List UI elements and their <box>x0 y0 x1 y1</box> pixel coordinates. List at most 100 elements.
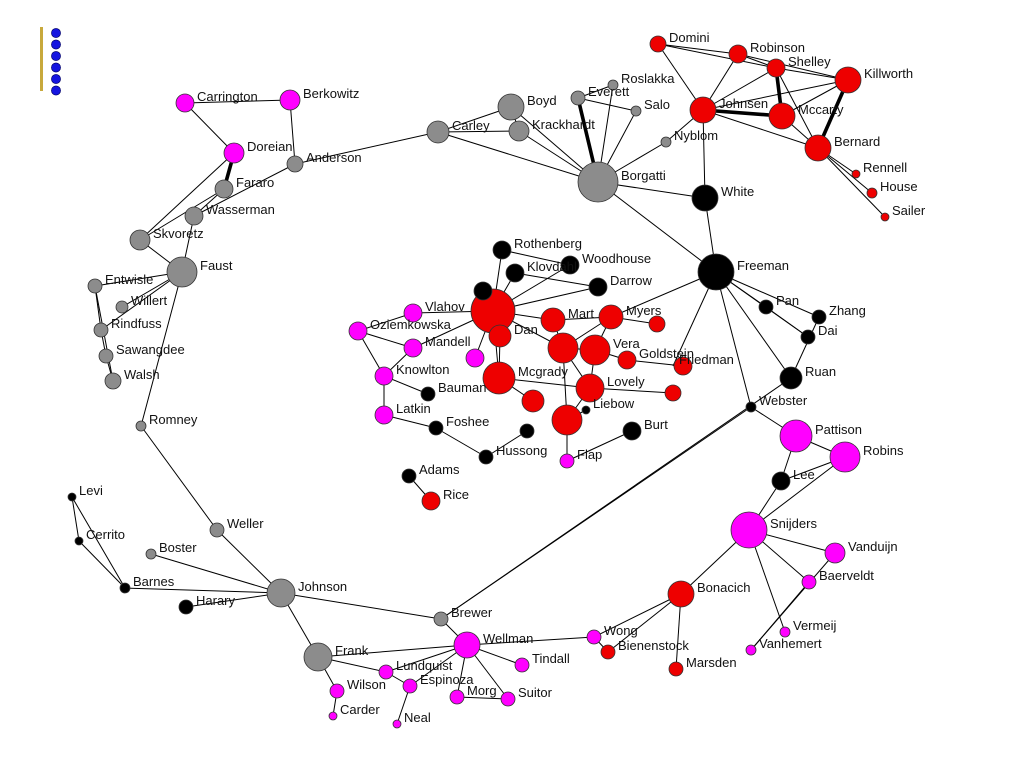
node-cerrito <box>74 536 84 546</box>
node-lundquist <box>378 664 394 680</box>
node-label-zhang: Zhang <box>829 303 866 318</box>
node-house <box>866 187 878 199</box>
node-white <box>691 184 719 212</box>
node-label-goldstein: Goldstein <box>639 346 694 361</box>
node-label-liebow: Liebow <box>593 396 635 411</box>
node-morgan <box>449 689 465 705</box>
edge-carrington-doreian <box>184 102 235 154</box>
node-label-vera: Vera <box>613 336 641 351</box>
node-label-webster: Webster <box>759 393 808 408</box>
node-mandell <box>403 338 423 358</box>
node-redr3 <box>648 315 666 333</box>
node-carley <box>426 120 450 144</box>
node-label-mart: Mart <box>568 306 594 321</box>
edge-pan-dai <box>765 306 809 338</box>
node-bonacich <box>667 580 695 608</box>
node-rindfuss <box>93 322 109 338</box>
node-label-vanduijn: Vanduijn <box>848 539 898 554</box>
node-entwisle <box>87 278 103 294</box>
node-willert <box>115 300 129 314</box>
node-label-adams: Adams <box>419 462 460 477</box>
node-label-myers: Myers <box>626 303 662 318</box>
node-label-nyblom: Nyblom <box>674 128 718 143</box>
node-label-harary: Harary <box>196 593 236 608</box>
node-berkowitz <box>279 89 301 111</box>
node-carder <box>328 711 338 721</box>
edge-shelley-johnsen <box>702 67 777 111</box>
edge-borgatti-freeman <box>597 181 717 273</box>
edge-everett-salo <box>577 97 637 112</box>
edge-bonacich-wong <box>593 593 682 638</box>
node-label-carley: Carley <box>452 118 490 133</box>
edge-wellman-wong <box>466 636 595 646</box>
node-label-vermeij: Vermeij <box>793 618 836 633</box>
node-label-levi: Levi <box>79 483 103 498</box>
node-label-carder: Carder <box>340 702 380 717</box>
node-label-brewer: Brewer <box>451 605 493 620</box>
node-klovdahl <box>505 263 525 283</box>
edge-weller-johnson <box>216 529 282 594</box>
node-label-house: House <box>880 179 918 194</box>
node-borgatti <box>577 161 619 203</box>
node-label-carrington: Carrington <box>197 89 258 104</box>
legend-dot <box>51 62 61 73</box>
node-vermeij <box>779 626 791 638</box>
node-label-johnson: Johnson <box>298 579 347 594</box>
node-harary <box>178 599 194 615</box>
node-brewer <box>433 611 449 627</box>
edge-faust-romney <box>140 271 183 427</box>
node-rice <box>421 491 441 511</box>
node-salo <box>630 105 642 117</box>
node-label-weller: Weller <box>227 516 264 531</box>
node-label-lee: Lee <box>793 467 815 482</box>
node-label-robins: Robins <box>863 443 904 458</box>
node-label-morgan: Morg <box>467 683 497 698</box>
node-vera <box>579 334 611 366</box>
node-label-bonacich: Bonacich <box>697 580 750 595</box>
node-label-hussong: Hussong <box>496 443 547 458</box>
node-frank <box>303 642 333 672</box>
node-robinson <box>728 44 748 64</box>
edge-johnsen-bernard <box>702 109 819 149</box>
node-label-vlahov: Vlahov <box>425 299 465 314</box>
node-label-freeman: Freeman <box>737 258 789 273</box>
node-hubd <box>551 404 583 436</box>
node-label-white: White <box>721 184 754 199</box>
node-marsden <box>668 661 684 677</box>
edge-frank-wellman <box>317 644 468 658</box>
node-darrow <box>588 277 608 297</box>
edge-freeman-webster <box>715 271 752 408</box>
node-label-mandell: Mandell <box>425 334 471 349</box>
node-label-neal: Neal <box>404 710 431 725</box>
node-tindall <box>514 657 530 673</box>
node-label-domini: Domini <box>669 30 710 45</box>
node-oziemkowska <box>348 321 368 341</box>
edge-baerveldt-vanhemert <box>750 581 810 651</box>
edge-white-johnsen <box>702 109 706 199</box>
legend-dot <box>51 28 61 38</box>
node-everett <box>570 90 586 106</box>
edge-rothenberg-woodhouse <box>501 249 571 266</box>
node-espinoza <box>402 678 418 694</box>
node-label-sailer: Sailer <box>892 203 926 218</box>
edge-carley-krackhardt <box>437 130 520 133</box>
node-label-tindall: Tindall <box>532 651 570 666</box>
node-label-bernard: Bernard <box>834 134 880 149</box>
node-vanhemert <box>745 644 757 656</box>
node-label-barnes: Barnes <box>133 574 175 589</box>
node-faust <box>166 256 198 288</box>
node-label-knowlton: Knowlton <box>396 362 449 377</box>
node-label-foshee: Foshee <box>446 414 489 429</box>
node-label-boyd: Boyd <box>527 93 557 108</box>
node-label-lundquist: Lundquist <box>396 658 453 673</box>
edge-barnes-johnson <box>124 587 282 594</box>
node-layer <box>67 35 890 729</box>
node-anderson <box>286 155 304 173</box>
node-walsh <box>104 372 122 390</box>
node-baerveldt <box>801 574 817 590</box>
node-label-wong: Wong <box>604 623 638 638</box>
node-rennell <box>851 169 861 179</box>
edge-bonacich-bienenstock <box>607 593 682 653</box>
node-label-bauman: Bauman <box>438 380 486 395</box>
node-label-rennell: Rennell <box>863 160 907 175</box>
